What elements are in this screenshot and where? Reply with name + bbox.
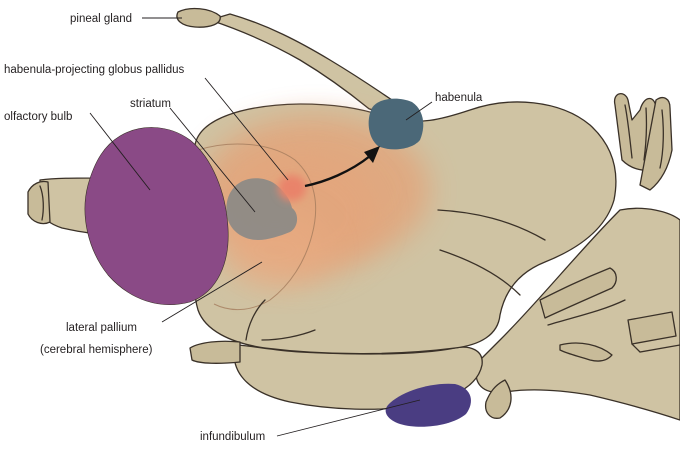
- pineal-stalk: [209, 13, 393, 111]
- label-olfactory-bulb: olfactory bulb: [4, 111, 72, 123]
- leader-lateral-pallium: [161, 261, 263, 323]
- optic-stub: [189, 340, 241, 364]
- label-infundibulum: infundibulum: [200, 431, 265, 443]
- leader-olfactory-bulb: [89, 112, 151, 191]
- label-pineal-gland: pineal gland: [70, 13, 132, 25]
- olfactory-bulb-region: [84, 127, 229, 305]
- hindbrain: [475, 93, 680, 421]
- label-globus-pallidus: habenula-projecting globus pallidus: [4, 64, 185, 76]
- label-lateral-pallium: lateral pallium: [66, 322, 137, 334]
- label-striatum: striatum: [130, 98, 171, 110]
- striatum-region: [226, 178, 298, 240]
- habenula-region: [368, 98, 424, 150]
- label-cerebral-hemisphere: (cerebral hemisphere): [40, 344, 153, 356]
- olfactory-tip: [27, 180, 51, 225]
- leader-globus-pallidus: [204, 77, 289, 181]
- projection-arrowhead: [364, 146, 380, 163]
- projection-arrow: [304, 155, 371, 188]
- infundibulum-region: [385, 383, 471, 427]
- globus-pallidus-region: [278, 175, 306, 201]
- leader-striatum: [169, 107, 256, 213]
- pineal-gland-shape: [176, 7, 221, 28]
- leader-infundibulum: [276, 399, 421, 437]
- label-habenula: habenula: [435, 92, 483, 104]
- leader-habenula: [405, 101, 433, 121]
